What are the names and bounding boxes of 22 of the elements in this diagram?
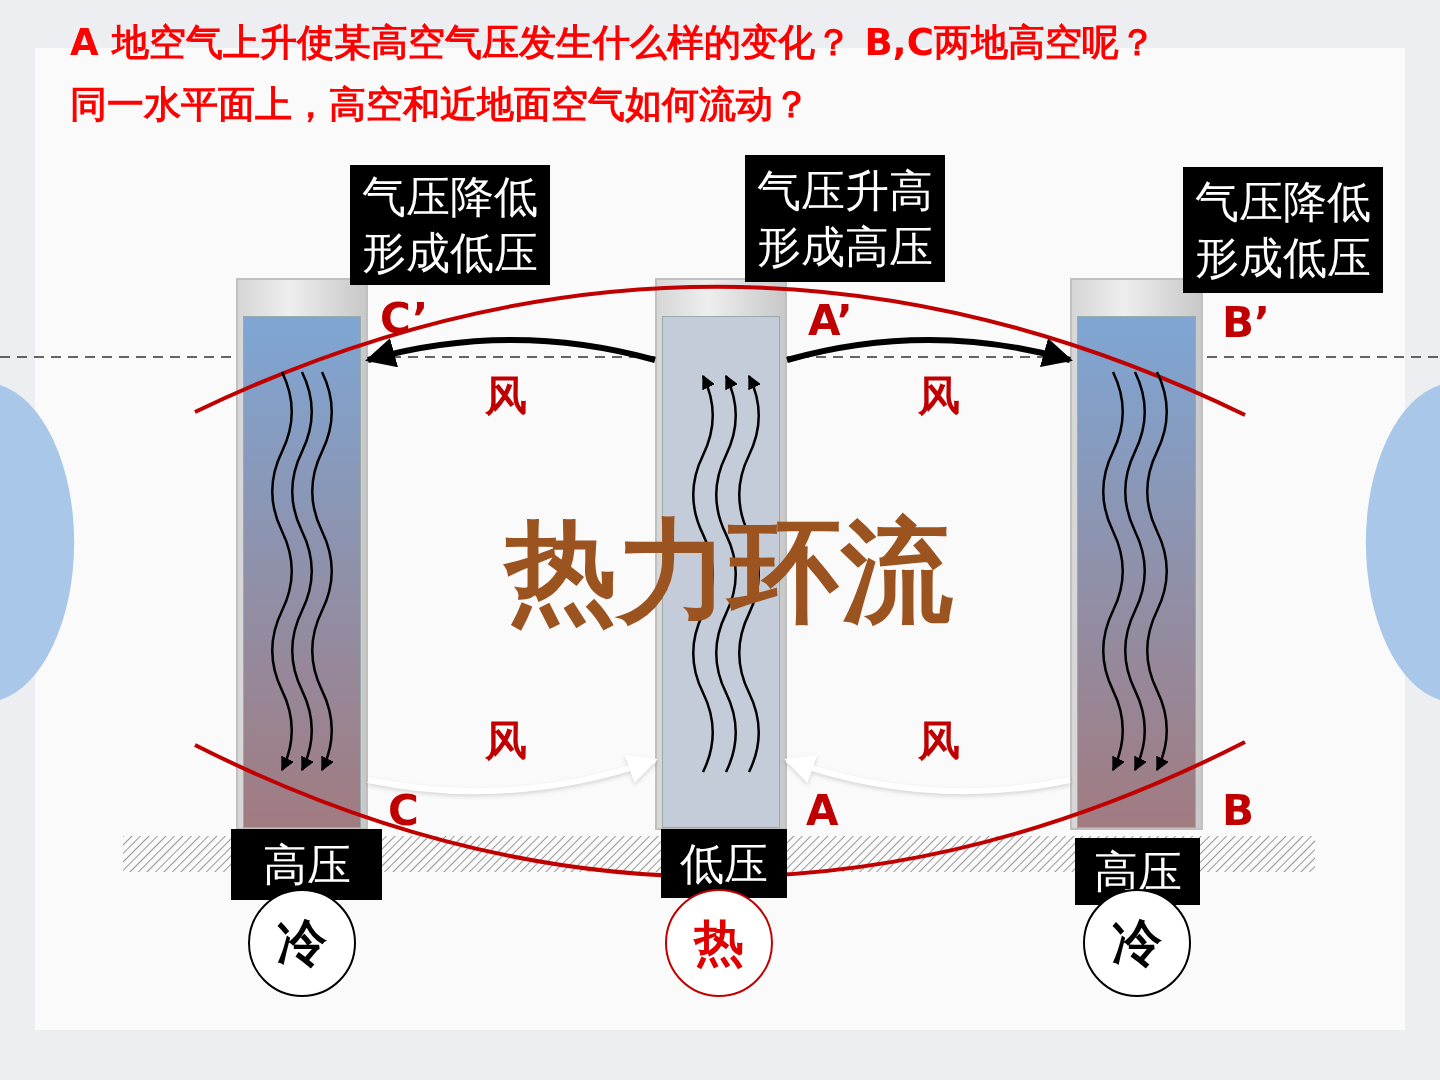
question-text: A 地空气上升使某高空气压发生什么样的变化？ B,C两地高空呢？ bbox=[70, 20, 1156, 66]
pressure-label-box: 气压升高形成高压 bbox=[745, 155, 945, 282]
wind-label: 风 bbox=[485, 375, 527, 417]
pressure-label-box: 气压降低形成低压 bbox=[1183, 167, 1383, 293]
pressure-label-box: 高压 bbox=[1075, 838, 1200, 905]
point-label: B bbox=[1222, 790, 1254, 832]
point-label: A bbox=[806, 790, 839, 832]
point-label: C’ bbox=[380, 298, 429, 340]
pressure-label-box: 低压 bbox=[661, 829, 787, 898]
question-text: 同一水平面上，高空和近地面空气如何流动？ bbox=[70, 82, 810, 128]
air-column bbox=[236, 278, 368, 830]
wind-label: 风 bbox=[485, 720, 527, 762]
wind-arrow bbox=[786, 337, 1073, 368]
pressure-label-box: 高压 bbox=[231, 829, 382, 900]
point-label: A’ bbox=[808, 300, 853, 342]
pressure-label-box: 气压降低形成低压 bbox=[350, 165, 550, 285]
point-label: B’ bbox=[1222, 302, 1270, 344]
point-label: C bbox=[388, 790, 419, 832]
wind-label: 风 bbox=[918, 720, 960, 762]
wind-label: 风 bbox=[918, 375, 960, 417]
wind-arrow bbox=[365, 337, 656, 368]
air-column bbox=[1070, 278, 1203, 830]
